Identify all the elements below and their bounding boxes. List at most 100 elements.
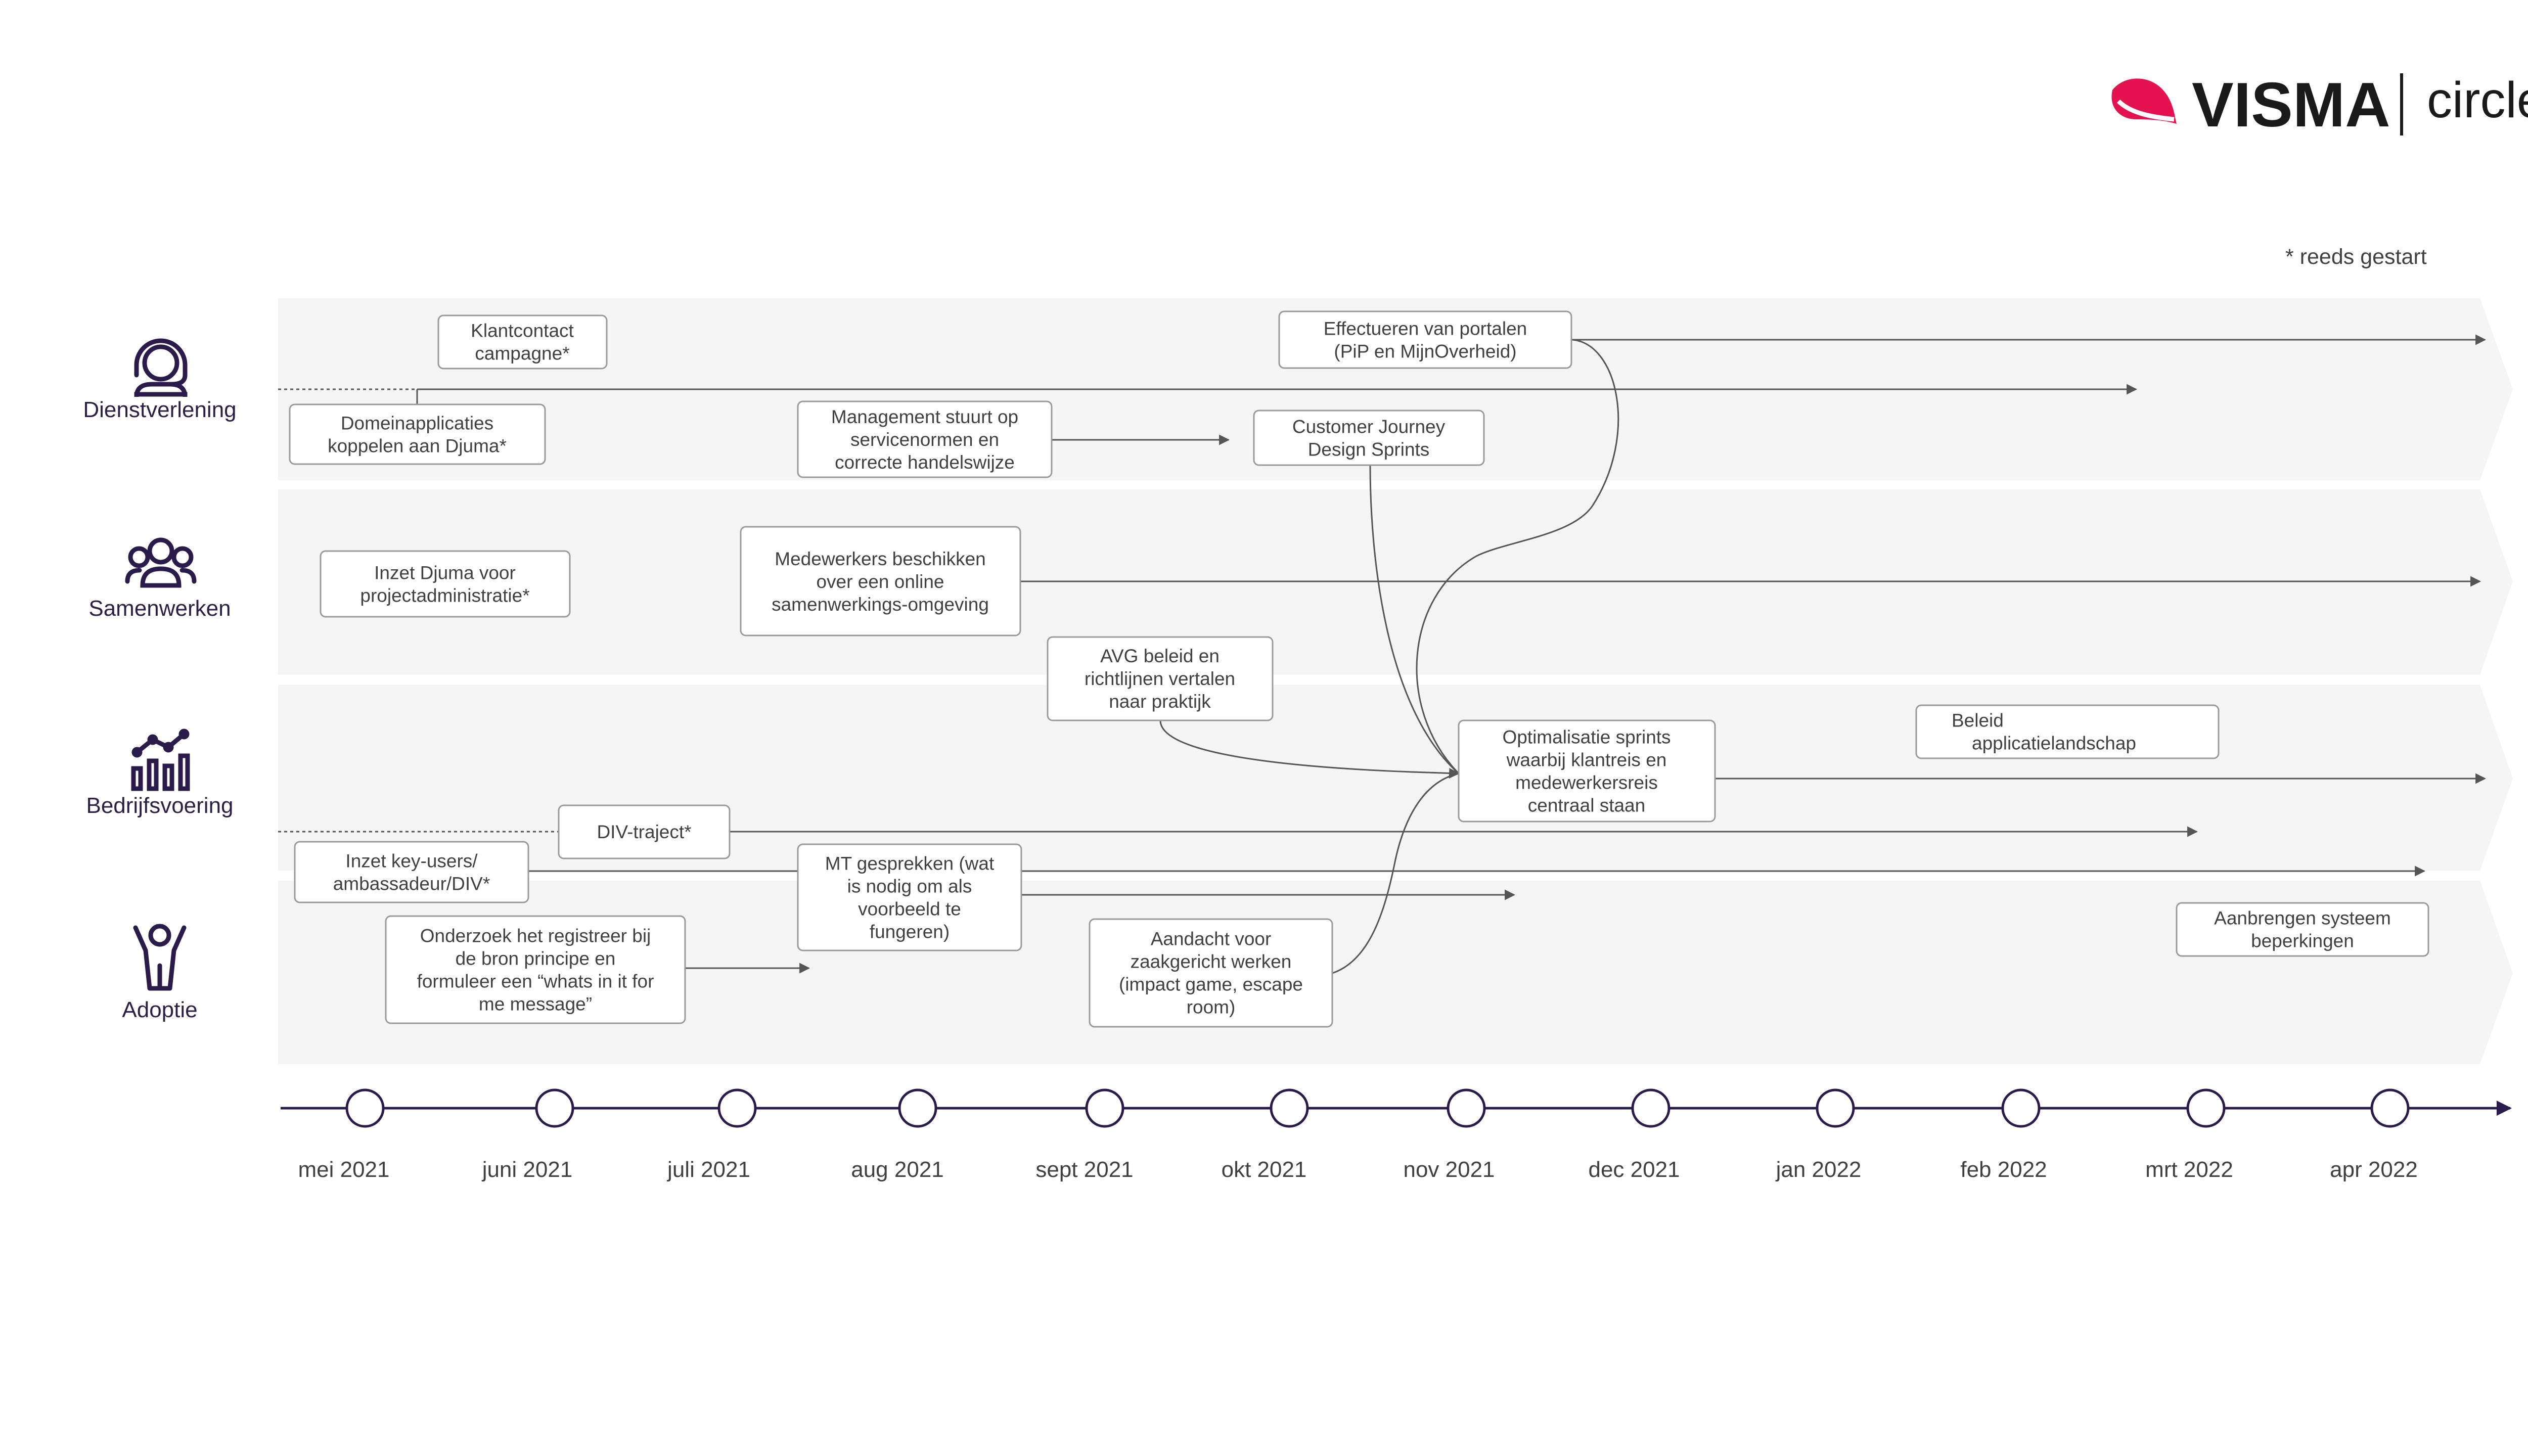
- person-celebrating-icon: [133, 924, 187, 991]
- activity-label-klantcontact-line-1: campagne*: [475, 343, 569, 364]
- brand-name: VISMA: [2192, 70, 2390, 140]
- activity-label-domeinapplicaties-line-1: koppelen aan Djuma*: [328, 436, 507, 457]
- activity-label-aandacht-line-0: Aandacht voor: [1151, 929, 1272, 949]
- activity-label-aanbrengen-line-0: Aanbrengen systeem: [2214, 908, 2391, 929]
- activity-label-beleid-line-1: applicatielandschap: [1972, 733, 2136, 754]
- month-label: juni 2021: [481, 1157, 573, 1182]
- month-label: mrt 2022: [2145, 1157, 2233, 1182]
- lane-label-dienstverlening: Dienstverlening: [83, 397, 236, 422]
- connector-portalen-optimalisatie: [1416, 339, 1619, 775]
- activity-label-djuma-project-line-0: Inzet Djuma voor: [374, 563, 516, 583]
- activity-box-cjds[interactable]: [1253, 410, 1485, 466]
- month-label: dec 2021: [1588, 1157, 1680, 1182]
- activity-label-avg-line-1: richtlijnen vertalen: [1085, 668, 1235, 689]
- activity-label-onderzoek-line-3: me message”: [479, 994, 592, 1015]
- activity-label-medewerkers-line-2: samenwerkings-omgeving: [772, 594, 989, 615]
- month-label: sept 2021: [1035, 1157, 1133, 1182]
- activity-box-klantcontact[interactable]: [437, 314, 608, 370]
- activity-label-medewerkers-line-0: Medewerkers beschikken: [775, 549, 985, 569]
- connector-aandacht-optimalisatie: [1332, 772, 1459, 974]
- activity-box-optimalisatie[interactable]: [1458, 719, 1716, 823]
- activity-label-portalen-line-0: Effectueren van portalen: [1324, 318, 1527, 339]
- lane-label-samenwerken: Samenwerken: [88, 596, 231, 621]
- timeline-milestone-2: [717, 1088, 757, 1128]
- activity-label-onderzoek-line-0: Onderzoek het registreer bij: [420, 926, 651, 946]
- activity-label-mt-line-1: is nodig om als: [847, 876, 972, 897]
- brand-logo: VISMA circle: [2111, 70, 2528, 140]
- activity-label-keyusers-line-0: Inzet key-users/: [345, 851, 478, 872]
- month-label: juli 2021: [666, 1157, 750, 1182]
- activity-label-avg-line-0: AVG beleid en: [1100, 646, 1220, 666]
- headset-person-icon: [134, 338, 188, 397]
- activity-box-portalen[interactable]: [1278, 310, 1572, 369]
- connector-avg-optimalisatie: [1159, 720, 1460, 779]
- month-label: apr 2022: [2330, 1157, 2418, 1182]
- activity-label-aandacht-line-1: zaakgericht werken: [1131, 951, 1292, 972]
- team-group-icon: [125, 537, 197, 588]
- activity-label-avg-line-2: naar praktijk: [1109, 691, 1211, 712]
- month-label: aug 2021: [851, 1157, 944, 1182]
- activity-boxes: [289, 310, 2429, 1028]
- note-reeds-gestart: * reeds gestart: [2285, 245, 2427, 269]
- timeline-milestone-9: [2001, 1088, 2041, 1128]
- month-label: feb 2022: [1960, 1157, 2047, 1182]
- activity-label-djuma-project-line-1: projectadministratie*: [360, 585, 529, 606]
- timeline-milestone-8: [1816, 1088, 1855, 1128]
- activity-label-div-line-0: DIV-traject*: [597, 822, 691, 842]
- activity-label-mt-line-0: MT gesprekken (wat: [825, 853, 995, 874]
- lane-label-adoptie: Adoptie: [122, 997, 197, 1022]
- activity-box-onderzoek[interactable]: [385, 915, 686, 1024]
- activity-box-aandacht[interactable]: [1089, 918, 1333, 1028]
- timeline-milestone-10: [2186, 1088, 2226, 1128]
- activity-box-aanbrengen[interactable]: [2176, 902, 2429, 957]
- activity-label-optimalisatie-line-2: medewerkersreis: [1515, 772, 1658, 793]
- activity-label-aandacht-line-3: room): [1187, 997, 1236, 1018]
- activity-box-beleid[interactable]: [1915, 704, 2220, 759]
- timeline-milestone-3: [898, 1088, 937, 1128]
- activity-label-cjds-line-0: Customer Journey: [1292, 417, 1446, 437]
- timeline-milestone-1: [535, 1088, 574, 1128]
- activity-label-optimalisatie-line-1: waarbij klantreis en: [1506, 750, 1667, 770]
- activity-label-medewerkers-line-1: over een online: [816, 571, 944, 592]
- timeline-milestone-6: [1447, 1088, 1486, 1128]
- activity-label-domeinapplicaties-line-0: Domeinapplicaties: [341, 413, 493, 434]
- timeline-milestone-11: [2370, 1088, 2410, 1128]
- activity-box-avg[interactable]: [1047, 636, 1274, 721]
- timeline-milestone-5: [1270, 1088, 1309, 1128]
- activity-label-onderzoek-line-1: de bron principe en: [456, 948, 616, 969]
- activity-box-domeinapplicaties[interactable]: [289, 403, 546, 465]
- activity-box-mt[interactable]: [797, 843, 1022, 951]
- timeline-milestone-4: [1085, 1088, 1124, 1128]
- activity-label-mt-line-2: voorbeeld te: [858, 899, 961, 920]
- activity-label-optimalisatie-line-3: centraal staan: [1528, 795, 1645, 816]
- activity-box-djuma-project[interactable]: [320, 550, 571, 618]
- month-label: jan 2022: [1775, 1157, 1862, 1182]
- activity-label-management-line-0: Management stuurt op: [831, 406, 1018, 427]
- month-label: nov 2021: [1403, 1157, 1495, 1182]
- activity-label-mt-line-3: fungeren): [870, 922, 950, 942]
- timeline-milestone-0: [345, 1088, 385, 1128]
- activity-label-klantcontact-line-0: Klantcontact: [471, 321, 574, 341]
- activity-box-div[interactable]: [558, 804, 731, 859]
- activity-label-aanbrengen-line-1: beperkingen: [2251, 931, 2354, 951]
- brand-product: circle: [2427, 72, 2528, 128]
- month-label: okt 2021: [1222, 1157, 1307, 1182]
- activity-label-management-line-2: correcte handelswijze: [835, 452, 1015, 473]
- activity-label-aandacht-line-2: (impact game, escape: [1119, 974, 1303, 995]
- connector-cjds-optimalisatie: [1369, 465, 1460, 775]
- activity-label-optimalisatie-line-0: Optimalisatie sprints: [1502, 727, 1671, 748]
- activity-label-beleid-line-0: Beleid: [1952, 710, 2004, 731]
- lane-label-bedrijfsvoering: Bedrijfsvoering: [86, 793, 233, 818]
- timeline-milestone-7: [1631, 1088, 1671, 1128]
- activity-box-medewerkers[interactable]: [740, 526, 1021, 636]
- activity-box-management[interactable]: [797, 400, 1053, 478]
- connector-lines: [278, 334, 2487, 974]
- activity-box-keyusers[interactable]: [294, 841, 529, 903]
- bar-chart-trend-icon: [131, 729, 190, 791]
- activity-label-cjds-line-1: Design Sprints: [1308, 439, 1430, 460]
- activity-label-onderzoek-line-2: formuleer een “whats in it for: [417, 971, 654, 992]
